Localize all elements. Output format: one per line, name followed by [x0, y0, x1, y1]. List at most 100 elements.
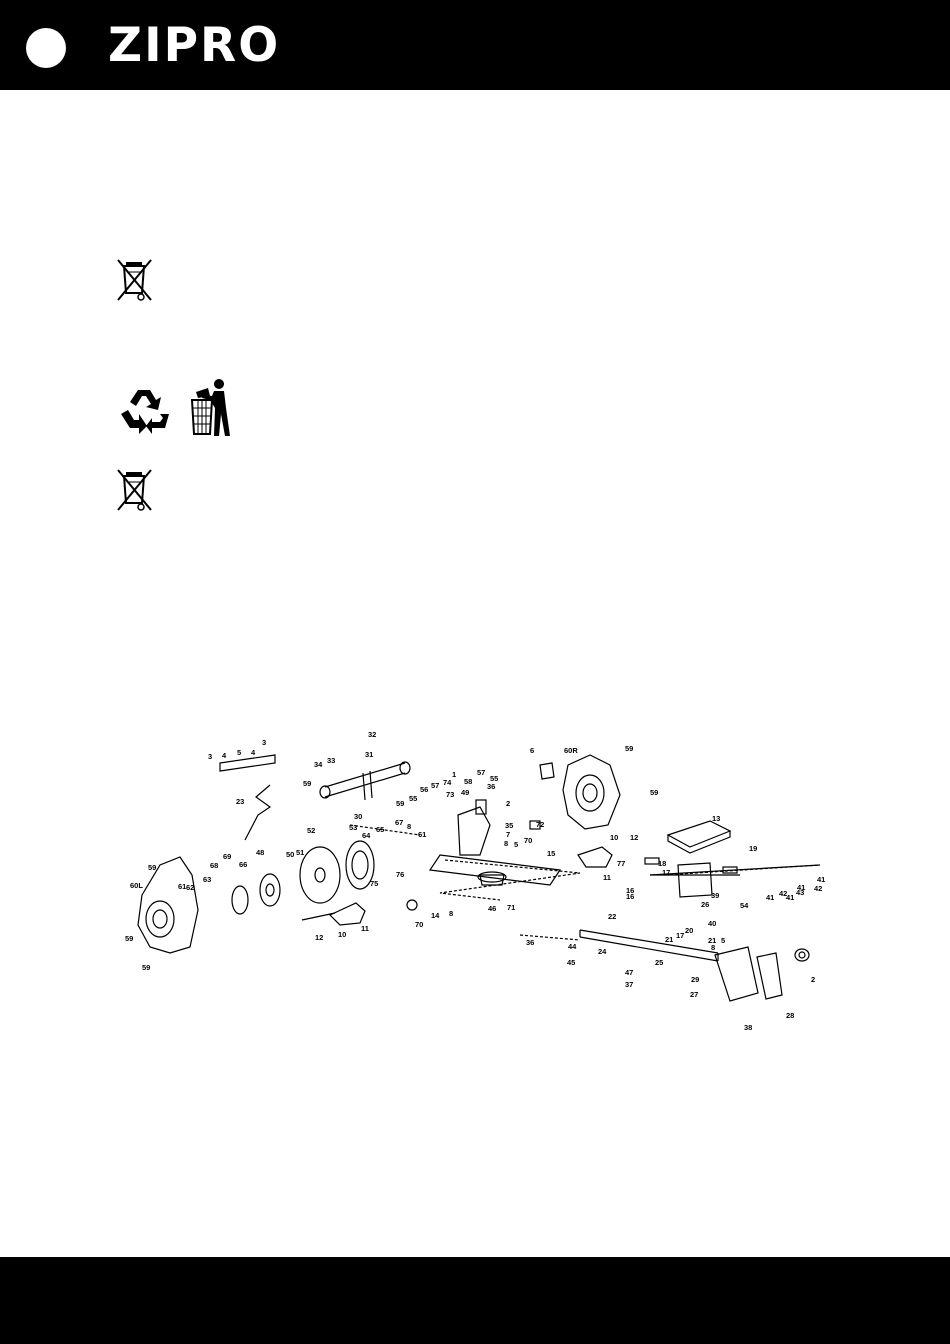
part-label: 56: [420, 785, 428, 794]
part-label: 44: [568, 942, 577, 951]
part-label: 29: [691, 975, 699, 984]
part-label: 10: [338, 930, 346, 939]
part-label: 17: [676, 931, 684, 940]
part-label: 74: [443, 778, 452, 787]
exploded-diagram-svg: 3 4 5 4 3 32 31 34 33 59 30 59 6 60R 59 …: [125, 730, 825, 1032]
footer-bar: [0, 1257, 950, 1344]
part-label: 54: [740, 901, 749, 910]
part-label: 32: [368, 730, 376, 739]
part-label: 36: [487, 782, 495, 791]
part-label: 48: [256, 848, 264, 857]
part-label: 31: [365, 750, 373, 759]
part-label: 75: [370, 879, 378, 888]
part-label: 16: [626, 886, 634, 895]
part-label: 57: [477, 768, 485, 777]
brand-logo: ZIPRO: [108, 18, 281, 73]
part-label: 4: [251, 748, 256, 757]
part-label: 3: [262, 738, 266, 747]
part-label: 28: [786, 1011, 794, 1020]
part-label: 59: [396, 799, 404, 808]
part-label: 66: [239, 860, 247, 869]
part-label: 42: [779, 889, 787, 898]
part-label: 46: [488, 904, 496, 913]
part-label: 12: [630, 833, 638, 842]
part-label: 49: [461, 788, 469, 797]
logo-dot: [26, 28, 66, 68]
part-label: 35: [505, 821, 513, 830]
part-label: 39: [711, 891, 719, 900]
part-label: 40: [708, 919, 716, 928]
part-label: 38: [744, 1023, 752, 1032]
part-label: 61: [418, 830, 426, 839]
part-label: 15: [547, 849, 555, 858]
part-label: 21: [708, 936, 716, 945]
part-label: 34: [314, 760, 323, 769]
part-label: 70: [524, 836, 532, 845]
part-label: 64: [362, 831, 371, 840]
part-label: 67: [395, 818, 403, 827]
part-label: 11: [603, 873, 611, 882]
part-label: 10: [610, 833, 618, 842]
part-label: 33: [327, 756, 335, 765]
part-label: 41: [817, 875, 825, 884]
part-label: 45: [567, 958, 575, 967]
part-label: 8: [449, 909, 453, 918]
header-bar: ZIPRO: [0, 0, 950, 90]
part-label: 1: [452, 770, 456, 779]
part-label: 13: [712, 814, 720, 823]
part-label: 41: [786, 893, 794, 902]
part-label: 5: [237, 748, 241, 757]
crossed-out-wheelie-bin-icon: [113, 466, 159, 514]
part-label: 8: [504, 839, 508, 848]
part-label: 69: [223, 852, 231, 861]
part-label: 58: [464, 777, 472, 786]
part-label: 59: [625, 744, 633, 753]
part-label: 30: [354, 812, 362, 821]
part-label: 47: [625, 968, 633, 977]
part-label: 19: [749, 844, 757, 853]
part-label: 14: [431, 911, 440, 920]
part-label: 37: [625, 980, 633, 989]
part-label: 76: [396, 870, 404, 879]
part-label: 55: [409, 794, 417, 803]
part-label: 36: [526, 938, 534, 947]
part-label: 57: [431, 781, 439, 790]
part-label: 6: [530, 746, 534, 755]
part-label: 59: [125, 934, 133, 943]
part-label: 59: [148, 863, 156, 872]
part-label: 61: [178, 882, 186, 891]
part-label: 16: [626, 892, 634, 901]
part-label: 18: [658, 859, 666, 868]
part-label: 4: [222, 751, 227, 760]
part-label: 65: [376, 825, 384, 834]
part-label: 8: [407, 822, 411, 831]
part-label: 20: [685, 926, 693, 935]
part-label: 3: [208, 752, 212, 761]
recycling-arrows-icon: [116, 384, 174, 436]
part-label: 7: [506, 830, 510, 839]
part-label: 59: [303, 779, 311, 788]
part-label: 12: [315, 933, 323, 942]
part-label: 55: [490, 774, 498, 783]
part-label: 52: [307, 826, 315, 835]
part-label: 2: [506, 799, 510, 808]
part-label: 68: [210, 861, 218, 870]
part-label: 43: [796, 888, 804, 897]
part-label: 5: [721, 936, 725, 945]
part-labels: 3 4 5 4 3 32 31 34 33 59 30 59 6 60R 59 …: [125, 730, 825, 1032]
part-label: 23: [236, 797, 244, 806]
part-label: 59: [650, 788, 658, 797]
part-label: 27: [690, 990, 698, 999]
crossed-out-wheelie-bin-icon: [113, 256, 159, 304]
part-label: 26: [701, 900, 709, 909]
part-label: 5: [514, 840, 518, 849]
part-label: 70: [415, 920, 423, 929]
part-label: 17: [662, 868, 670, 877]
part-label: 42: [814, 884, 822, 893]
part-label: 22: [608, 912, 616, 921]
part-label: 71: [507, 903, 515, 912]
part-label: 72: [536, 820, 544, 829]
part-label: 62: [186, 883, 194, 892]
part-label: 41: [797, 883, 805, 892]
part-label: 73: [446, 790, 454, 799]
